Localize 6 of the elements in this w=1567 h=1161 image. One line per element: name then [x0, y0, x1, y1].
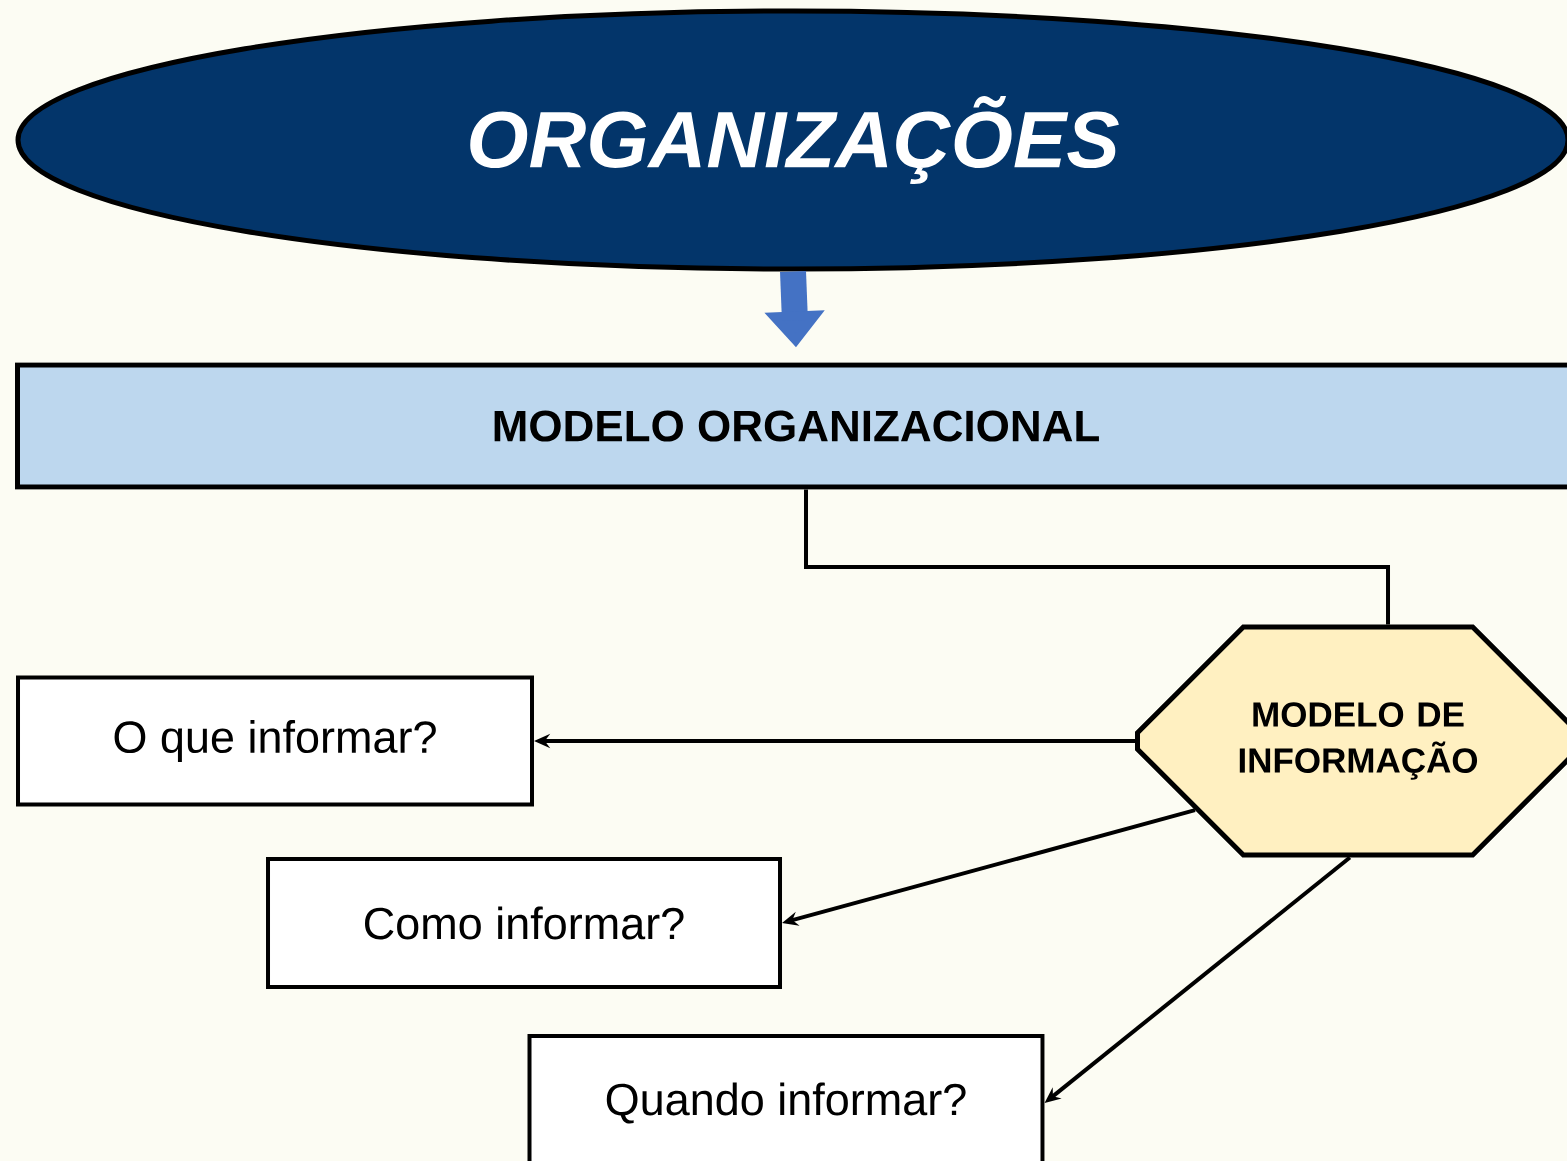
model-band: MODELO ORGANIZACIONAL: [15, 362, 1567, 490]
octagon-box: MODELO DE INFORMAÇÃO: [1135, 624, 1567, 858]
question-box: Como informar?: [266, 857, 782, 989]
question-box: O que informar?: [16, 675, 534, 807]
connector-line: [804, 489, 1390, 625]
question-box: Quando informar?: [527, 1034, 1045, 1161]
